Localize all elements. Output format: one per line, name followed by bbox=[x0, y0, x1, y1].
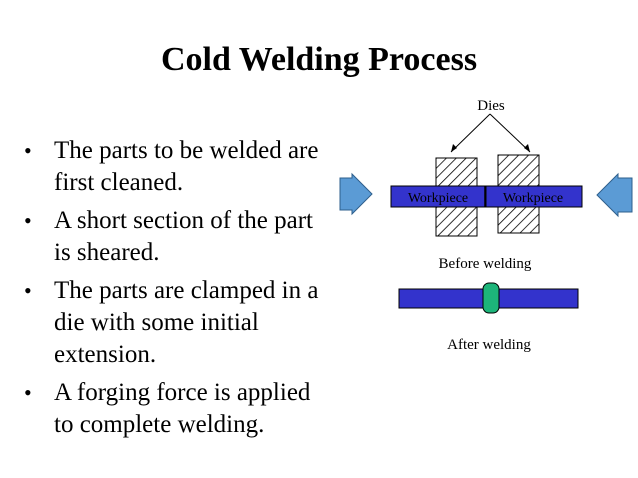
bullet-list: • The parts to be welded are first clean… bbox=[24, 135, 364, 447]
workpiece-right-label: Workpiece bbox=[503, 191, 563, 206]
bullet-text: first cleaned. bbox=[54, 169, 184, 196]
bullet-item: • A forging force is applied to complete… bbox=[24, 377, 364, 441]
before-welding-label: Before welding bbox=[439, 256, 532, 272]
bullet-text: A short section of the part bbox=[54, 207, 313, 234]
bullet-text: is sheared. bbox=[54, 239, 160, 266]
dies-leader-right bbox=[489, 113, 531, 153]
force-arrow-right-pointing-icon bbox=[339, 172, 373, 216]
bullet-text: extension. bbox=[54, 341, 157, 368]
bullet-item: • A short section of the part is sheared… bbox=[24, 205, 364, 269]
bullet-dot: • bbox=[24, 278, 32, 303]
bullet-item: • The parts are clamped in a die with so… bbox=[24, 275, 364, 371]
dies-leader-left bbox=[450, 113, 491, 153]
dies-arrowhead-right bbox=[524, 144, 530, 152]
dies-label: Dies bbox=[477, 98, 505, 114]
after-welding-label: After welding bbox=[447, 337, 531, 353]
bullet-dot: • bbox=[24, 138, 32, 163]
bullet-text: A forging force is applied bbox=[54, 379, 311, 406]
bullet-text: to complete welding. bbox=[54, 411, 265, 438]
bullet-text: die with some initial bbox=[54, 309, 259, 336]
slide-title: Cold Welding Process bbox=[160, 41, 478, 78]
force-arrow-left-pointing-icon bbox=[596, 172, 633, 218]
bullet-text: The parts to be welded are bbox=[54, 137, 319, 164]
workpiece-right bbox=[485, 185, 583, 208]
bullet-dot: • bbox=[24, 380, 32, 405]
workpiece-left-label: Workpiece bbox=[408, 191, 468, 206]
dies-arrowhead-left bbox=[451, 144, 457, 152]
weld-joint bbox=[482, 282, 500, 314]
bullet-text: The parts are clamped in a bbox=[54, 277, 319, 304]
bullet-dot: • bbox=[24, 208, 32, 233]
bullet-item: • The parts to be welded are first clean… bbox=[24, 135, 364, 199]
